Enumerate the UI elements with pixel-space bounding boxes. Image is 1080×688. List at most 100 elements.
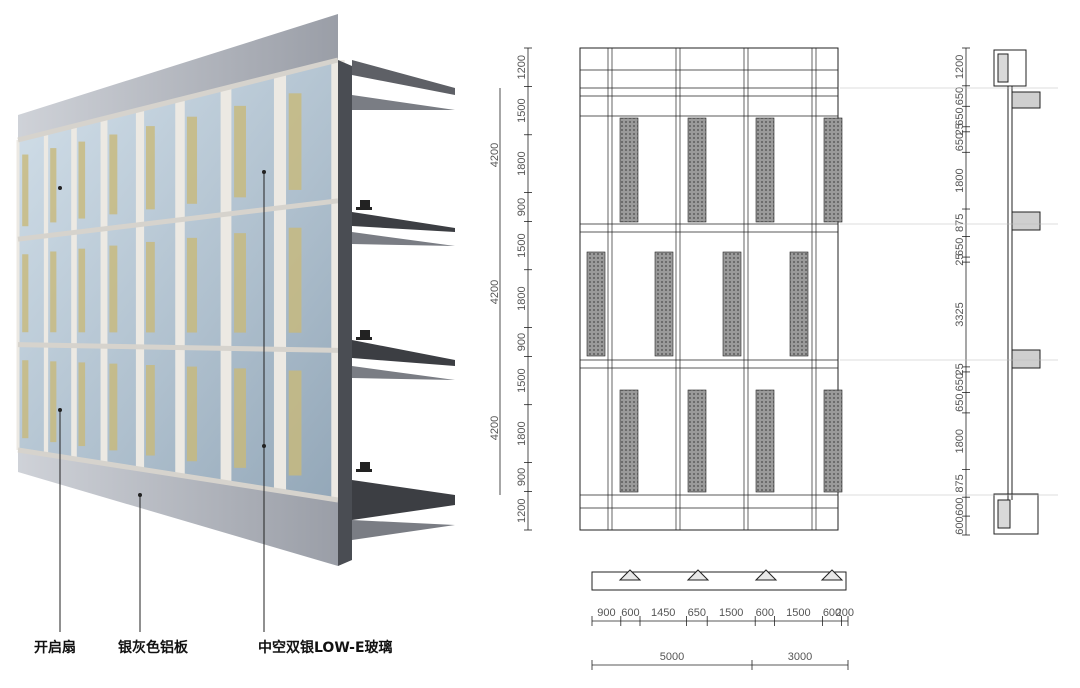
dimension-label: 1500 — [516, 233, 528, 257]
dimension-label: 3325 — [954, 302, 966, 326]
dimension-label: 25 — [954, 123, 966, 135]
dimension-label: 1800 — [516, 421, 528, 445]
elev-sash-panel — [722, 251, 742, 357]
render-sash — [186, 237, 198, 333]
elev-sash-panel — [654, 251, 674, 357]
elev-sash-panel — [823, 117, 843, 223]
dimension-label: 1500 — [516, 368, 528, 392]
plan-dimension-label: 650 — [688, 607, 706, 619]
section-guide-lines — [840, 87, 1058, 496]
plan-total-label: 5000 — [660, 651, 684, 663]
facade-edge — [338, 60, 352, 566]
render-sash — [109, 245, 118, 333]
dimension-label: 1800 — [954, 429, 966, 453]
slab-2 — [352, 340, 455, 366]
dimension-label: 650 — [954, 238, 966, 256]
plan-dimension-label: 900 — [597, 607, 615, 619]
elev-sash-panel — [619, 117, 639, 223]
render-sash — [50, 148, 57, 223]
elev-sash-panel — [755, 117, 775, 223]
render-transom — [17, 198, 339, 242]
slab-top — [352, 60, 455, 95]
dimension-label: 25 — [954, 363, 966, 375]
render-sash — [146, 241, 155, 333]
render-sash — [288, 93, 302, 190]
render-sash — [50, 251, 57, 333]
render-sash — [22, 360, 29, 439]
slab-3 — [352, 480, 455, 520]
dimension-label: 600 — [954, 497, 966, 515]
dimension-label: 1200 — [516, 55, 528, 79]
slab-2-under — [352, 366, 455, 380]
render-sash — [186, 116, 198, 204]
label-aluminum-panel: 银灰色铝板 — [118, 639, 189, 656]
dimension-label: 650 — [954, 373, 966, 391]
elevation-dimensions: 1200150018009001500180090015001800900120… — [516, 47, 532, 531]
dimension-label: 1800 — [516, 286, 528, 310]
render-sash — [109, 363, 118, 451]
render-transom — [17, 57, 339, 143]
plan-dimension-label: 600 — [823, 607, 841, 619]
elev-sash-panel — [619, 389, 639, 493]
dimension-label: 650 — [954, 133, 966, 151]
base-panel — [18, 450, 338, 566]
render-transom — [17, 447, 339, 503]
render-sash — [22, 254, 29, 333]
plan-fins — [618, 569, 844, 581]
dimension-label: 650 — [954, 393, 966, 411]
dimension-label: 1500 — [516, 98, 528, 122]
floor-height-3: 4200 — [489, 416, 501, 440]
section-dimensions: 1200650650256501800875650253325256506501… — [954, 47, 970, 536]
render-sash — [22, 154, 29, 227]
section-drawing: 1200650650256501800875650253325256506501… — [840, 47, 1058, 536]
render-sash — [234, 368, 246, 468]
plan-outline — [591, 571, 847, 591]
render-sash — [288, 370, 302, 476]
render-sash — [234, 233, 246, 333]
dimension-label: 25 — [954, 253, 966, 265]
render-sash — [50, 361, 57, 443]
slab-3-under — [352, 520, 455, 540]
render-sash — [78, 362, 86, 447]
elev-sash-panel — [586, 251, 606, 357]
floor-height-2: 4200 — [489, 280, 501, 304]
dimension-label: 650 — [954, 87, 966, 105]
floor-height-1: 4200 — [489, 143, 501, 167]
chair-icons — [356, 200, 372, 472]
dimension-label: 900 — [516, 198, 528, 216]
render-transom — [17, 342, 339, 353]
dimension-label: 600 — [954, 516, 966, 534]
elevation-drawing: 1200150018009001500180090015001800900120… — [489, 47, 843, 531]
plan-dimension-label: 1450 — [651, 607, 675, 619]
plan-dimension-label: 600 — [756, 607, 774, 619]
elev-sash-panel — [789, 251, 809, 357]
section-profile — [993, 49, 1041, 535]
elev-sash-panel — [823, 389, 843, 493]
dimension-label: 1200 — [954, 55, 966, 79]
render-sash — [78, 141, 86, 219]
plan-dimension-label: 1500 — [786, 607, 810, 619]
elev-sash-panel — [687, 389, 707, 493]
plan-dimension-label: 200 — [836, 607, 854, 619]
leader-dots — [58, 170, 266, 497]
elev-sash-panel — [755, 389, 775, 493]
dimension-label: 875 — [954, 214, 966, 232]
leader-lines — [59, 172, 265, 632]
dimension-label: 900 — [516, 333, 528, 351]
dimension-label: 1800 — [954, 168, 966, 192]
render-sash — [146, 126, 155, 210]
parapet-panel — [18, 14, 338, 140]
render-sash — [109, 134, 118, 215]
plan-dimension-label: 600 — [621, 607, 639, 619]
slab-1-under — [352, 232, 455, 246]
plan-total-label: 3000 — [788, 651, 812, 663]
dimension-label: 650 — [954, 107, 966, 125]
elevation-outline — [579, 47, 839, 531]
render-sash — [234, 105, 246, 198]
render-sash — [186, 366, 198, 462]
plan-dimension-label: 1500 — [719, 607, 743, 619]
facade-render — [16, 14, 455, 566]
